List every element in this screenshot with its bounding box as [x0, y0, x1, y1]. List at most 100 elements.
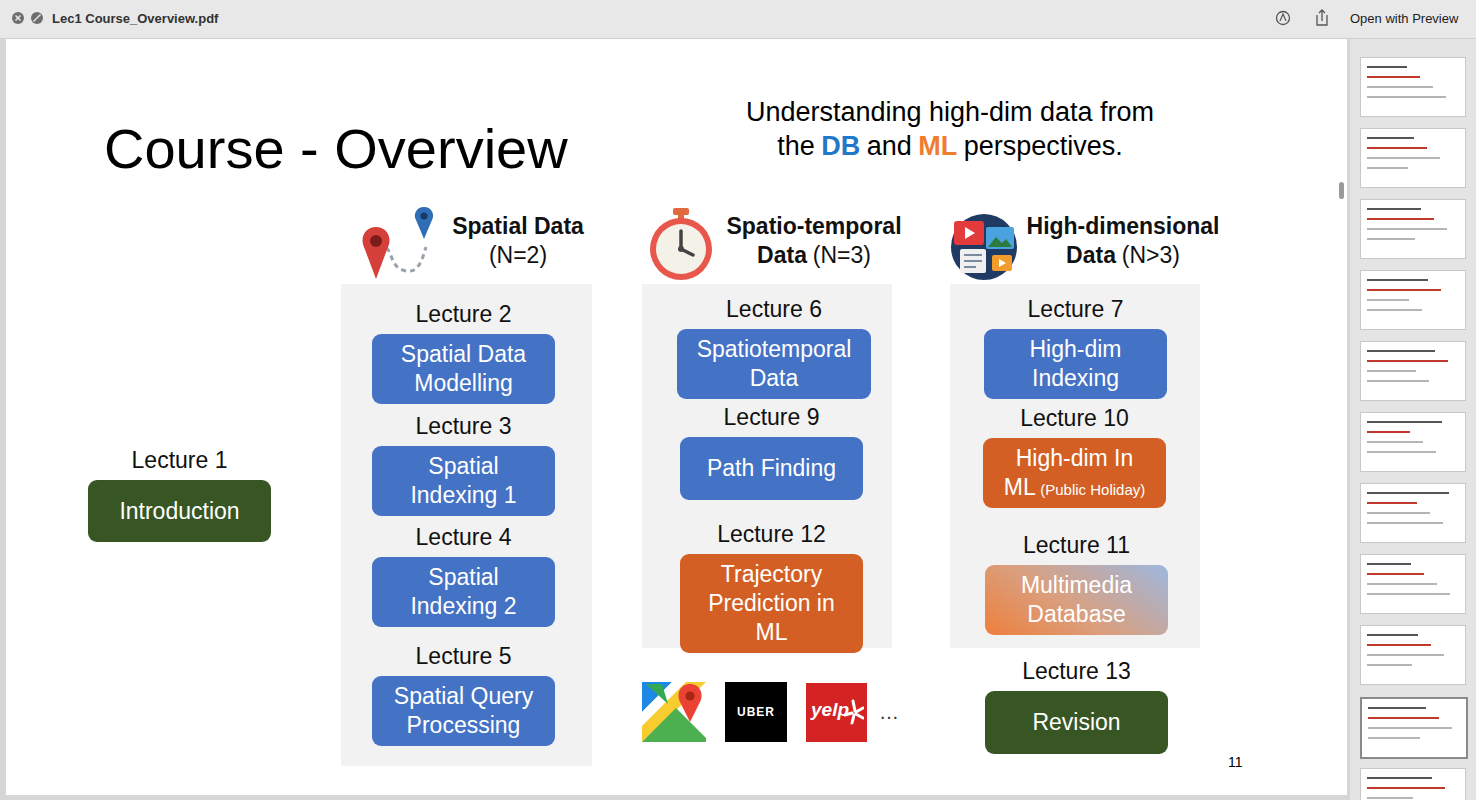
lecture-title: Introduction: [119, 498, 239, 524]
page-thumbnail: [1360, 625, 1466, 685]
file-name: Lec1 Course_Overview.pdf: [52, 11, 218, 26]
thumbnail-line: [1367, 797, 1413, 799]
thumbnail-line: [1367, 238, 1415, 240]
lecture-title: Spatial Data Modelling: [401, 341, 526, 396]
slide-title: Course - Overview: [104, 117, 568, 180]
lecture-title-wrap: Spatial Data Modelling: [372, 340, 555, 398]
page-thumbnail: [1360, 483, 1466, 543]
lecture-label: Lecture 10: [955, 404, 1195, 432]
thumbnail-line: [1367, 309, 1422, 311]
thumbnail-line: [1367, 431, 1410, 433]
thumbnail-line: [1367, 86, 1433, 88]
subtitle-keyword: ML: [918, 131, 957, 161]
page-thumbnail: [1360, 412, 1466, 472]
thumbnail-line: [1367, 167, 1408, 169]
lecture-title-wrap: Multimedia Database: [985, 571, 1168, 629]
map-pin-icon: [356, 205, 440, 283]
thumbnail-line: [1367, 350, 1435, 352]
logo-text: UBER: [737, 705, 775, 719]
thumbnail-line: [1367, 644, 1431, 646]
page-number: 11: [1228, 754, 1243, 770]
lecture-number: Lecture 4: [416, 524, 512, 550]
lecture-title: High-dim Indexing: [1029, 336, 1121, 391]
lecture-title-wrap: Trajectory Prediction in ML: [680, 560, 863, 646]
lecture-box: Lecture 11Multimedia Database: [985, 565, 1168, 635]
thumbnail-line: [1367, 451, 1436, 453]
google-maps-logo: [642, 682, 706, 744]
thumbnail-line: [1367, 664, 1412, 666]
topic-panel: Spatio-temporal Data(N=3)Lecture 6Spatio…: [642, 284, 892, 648]
thumbnail-line: [1368, 737, 1420, 739]
lecture-title-wrap: Spatial Indexing 1: [372, 452, 555, 510]
lecture-title: Trajectory Prediction in ML: [708, 561, 835, 645]
thumbnail-line: [1367, 299, 1409, 301]
panel-title: Spatial Data: [452, 213, 584, 239]
page-thumbnail: [1360, 697, 1468, 759]
dimension-note: (N>3): [1122, 242, 1180, 268]
panel-title: High-dimensional Data: [1027, 213, 1220, 268]
lecture-title: Spatial Query Processing: [394, 683, 533, 738]
thumbnail-line: [1367, 360, 1448, 362]
thumbnail-line: [1367, 787, 1445, 789]
lecture-number: Lecture 11: [1023, 532, 1130, 558]
lecture-box: Lecture 6Spatiotemporal Data: [677, 329, 871, 399]
lecture-title-wrap: Path Finding: [680, 454, 863, 483]
subtitle-keyword: DB: [821, 131, 860, 161]
lecture-title-wrap: High-dim Indexing: [984, 335, 1167, 393]
lecture-number: Lecture 3: [416, 413, 512, 439]
thumbnail-line: [1367, 147, 1427, 149]
lecture-note: (Public Holiday): [1040, 481, 1145, 498]
lecture-box: Lecture 4Spatial Indexing 2: [372, 557, 555, 627]
thumbnail-line: [1367, 370, 1416, 372]
page-thumbnail: [1360, 57, 1466, 117]
media-icon: [950, 213, 1020, 281]
lecture-title: High-dim In ML: [1004, 445, 1134, 500]
topic-panel: Spatial Data(N=2)Lecture 2Spatial Data M…: [341, 284, 592, 766]
lecture-box: Lecture 12Trajectory Prediction in ML: [680, 554, 863, 653]
lecture-title-wrap: Spatial Query Processing: [372, 682, 555, 740]
lecture-box: Lecture 7High-dim Indexing: [984, 329, 1167, 399]
lecture-number: Lecture 7: [1028, 296, 1124, 322]
stopwatch-icon: [645, 207, 717, 281]
lecture-label: Lecture 1: [60, 446, 300, 474]
lecture-label: Lecture 5: [344, 642, 584, 670]
thumbnail-line: [1367, 421, 1442, 423]
lecture-number: Lecture 2: [416, 301, 512, 327]
thumbnail-line: [1367, 563, 1411, 565]
yelp-logo: yelp: [806, 683, 867, 742]
thumbnail-line: [1367, 441, 1423, 443]
thumbnail-line: [1367, 593, 1450, 595]
lecture-label: Lecture 7: [956, 295, 1196, 323]
thumbnail-line: [1367, 157, 1440, 159]
lecture-title: Spatial Indexing 1: [410, 453, 516, 508]
thumbnail-line: [1367, 583, 1437, 585]
thumbnail-line: [1367, 137, 1414, 139]
scrollbar: [1339, 182, 1344, 199]
lecture-label: Lecture 12: [652, 520, 892, 548]
dimension-note: (N=3): [813, 242, 871, 268]
lecture-title-wrap: Spatiotemporal Data: [677, 335, 871, 393]
lecture-title-wrap: Revision: [985, 708, 1168, 737]
lecture-number: Lecture 6: [726, 296, 822, 322]
page-thumbnail: [1360, 128, 1466, 188]
window-toolbar: [0, 0, 1476, 39]
dimension-note: (N=2): [437, 241, 599, 270]
lecture-label: Lecture 9: [652, 403, 892, 431]
page-thumbnail: [1360, 270, 1466, 330]
thumbnail-line: [1367, 279, 1428, 281]
lecture-number: Lecture 5: [416, 643, 512, 669]
thumbnail-line: [1367, 502, 1417, 504]
thumbnail-line: [1368, 717, 1439, 719]
lecture-label: Lecture 2: [344, 300, 584, 328]
thumbnail-line: [1367, 522, 1443, 524]
lecture-title: Spatial Indexing 2: [410, 564, 516, 619]
panel-heading: High-dimensional Data(N>3): [1016, 212, 1230, 270]
page-thumbnail: [1360, 554, 1466, 614]
thumbnail-line: [1367, 96, 1446, 98]
thumbnail-line: [1367, 654, 1444, 656]
thumbnail-line: [1367, 208, 1421, 210]
panel-heading: Spatial Data(N=2): [437, 212, 599, 270]
lecture-box: Lecture 5Spatial Query Processing: [372, 676, 555, 746]
toolbar-icons: [0, 0, 1476, 38]
lecture-title: Revision: [1032, 709, 1120, 735]
